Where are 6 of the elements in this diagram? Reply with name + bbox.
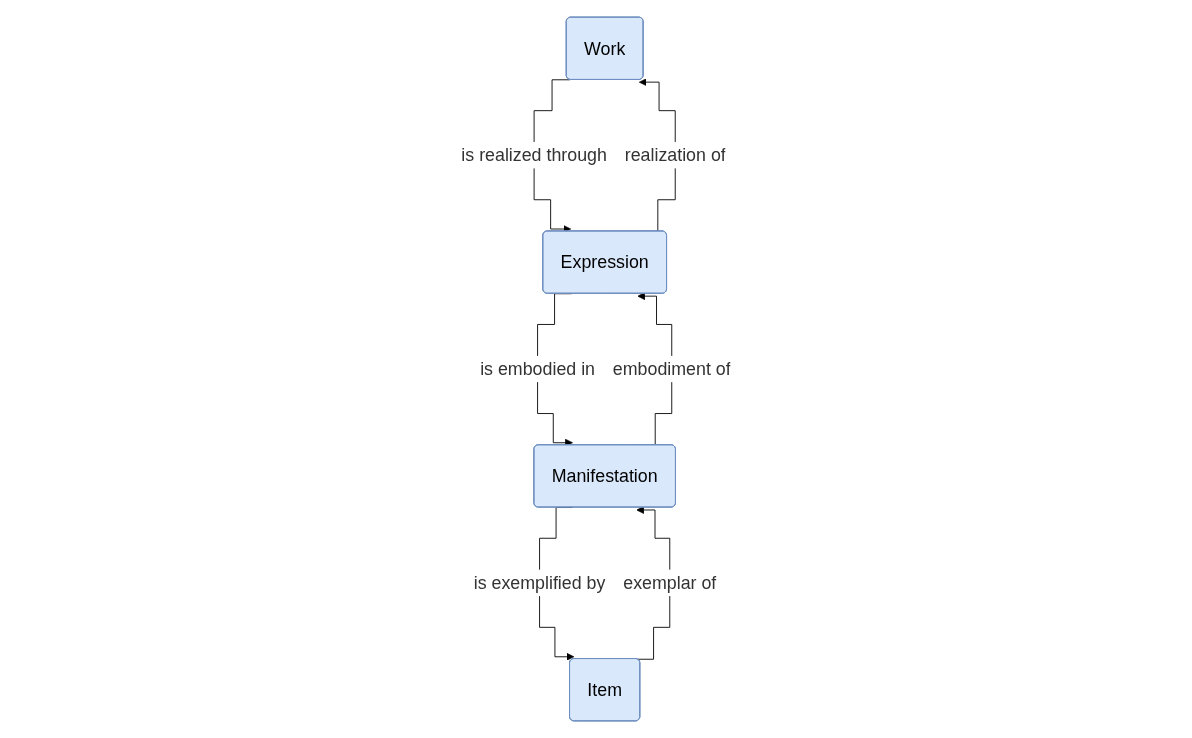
edge-label: is embodied in	[480, 359, 596, 379]
edge-label: realization of	[624, 145, 726, 165]
edge-label: exemplar of	[623, 573, 717, 593]
edge-label: is exemplified by	[473, 573, 606, 593]
edge-label: is realized through	[461, 145, 607, 165]
edge-label: embodiment of	[612, 359, 731, 379]
